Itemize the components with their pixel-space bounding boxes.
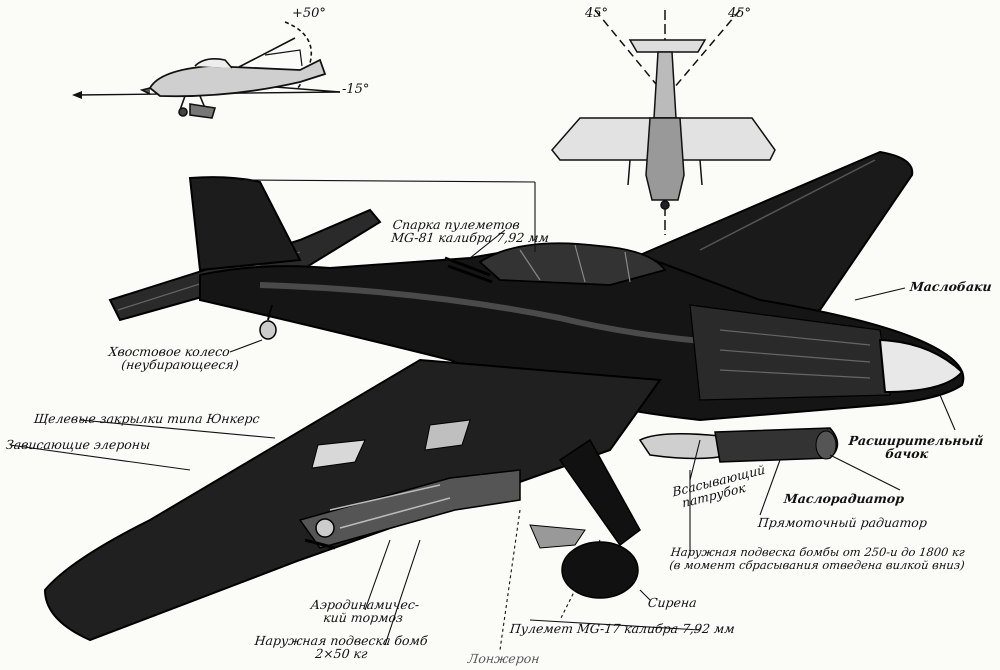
top-view-sketch (551, 9, 776, 235)
label-tail-wheel-line2: (неубирающееся) (120, 357, 240, 372)
label-guns-pair-line2: MG-81 калибра 7,92 мм (390, 230, 550, 245)
label-guns-pair: Спарка пулеметов MG-81 калибра 7,92 мм (390, 217, 551, 245)
label-expansion-tank: Расширительный бачок (847, 433, 984, 461)
side-view-sketch (72, 21, 341, 119)
label-bomb-external-line2: (в момент сбрасывания отведена вилкой вн… (668, 558, 966, 572)
label-bomb-wing: Наружная подвеска бомб 2×50 кг (253, 633, 429, 661)
left-wing (43, 358, 662, 642)
label-gun-mg17: Пулемет MG-17 калибра 7,92 мм (509, 621, 736, 636)
label-bottom-partial: Лонжерон (467, 651, 541, 666)
label-slotted-flaps: Щелевые закрылки типа Юнкерс (33, 411, 261, 426)
label-siren: Сирена (647, 595, 698, 610)
label-expansion-tank-line2: бачок (884, 446, 929, 461)
leader-lines (9, 179, 956, 651)
angle-top-left-label: 45° (585, 6, 609, 21)
label-tail-wheel: Хвостовое колесо (неубирающееся) (107, 344, 241, 372)
landing-gear (558, 438, 641, 547)
angle-up-label: +50° (292, 6, 326, 21)
vertical-fin (188, 176, 302, 272)
label-air-brake-line2: кий тормоз (322, 610, 404, 625)
canopy (478, 242, 667, 286)
label-air-brake: Аэродинамичес- кий тормоз (309, 597, 420, 625)
label-hanging-ailerons: Зависающие элероны (5, 437, 152, 452)
label-coolant-radiator: Прямоточный радиатор (757, 515, 928, 530)
label-bomb-external: Наружная подвеска бомбы от 250-и до 1800… (668, 545, 967, 572)
angle-top-right-label: 45° (728, 6, 752, 21)
angle-down-label: -15° (342, 82, 370, 97)
label-bomb-wing-line2: 2×50 кг (314, 646, 369, 661)
label-oil-tanks: Маслобаки (909, 279, 993, 294)
label-oil-radiator: Маслорадиатор (783, 491, 905, 506)
propeller-spinner (878, 338, 964, 394)
